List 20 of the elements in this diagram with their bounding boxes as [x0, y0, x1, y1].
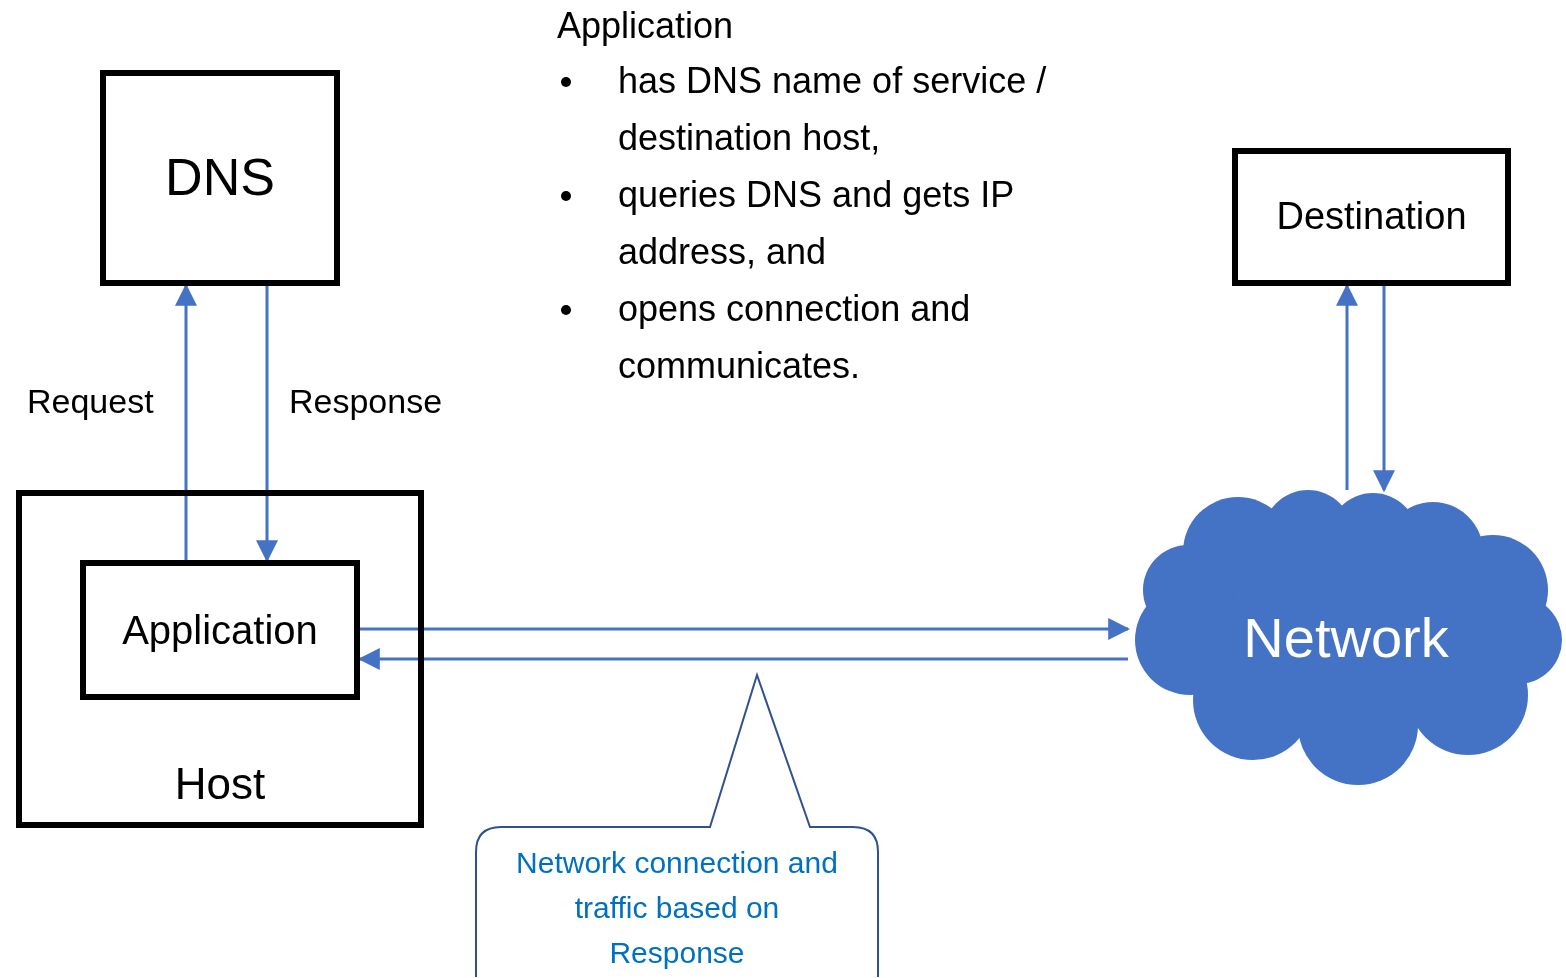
bullet-text: opens connection and communicates. [618, 288, 971, 386]
arrow [1373, 286, 1395, 493]
arrow [1336, 283, 1358, 490]
box-label: Application [122, 608, 318, 652]
cloud-label: Network [1243, 606, 1449, 670]
edge-label: Request [27, 382, 154, 421]
process-box [100, 70, 340, 286]
edge-label: Response [289, 382, 443, 421]
box-label: Host [174, 759, 266, 808]
callout-text: Network connection and traffic based on Response [515, 845, 839, 971]
process-box [80, 560, 360, 700]
box-label: DNS [165, 149, 275, 207]
box-label: Destination [1276, 196, 1467, 238]
arrow [360, 618, 1131, 640]
arrow [256, 286, 278, 563]
process-box [1232, 148, 1511, 286]
notes-heading: Application [557, 4, 735, 48]
process-box [16, 490, 424, 828]
arrow [175, 283, 197, 560]
arrow [357, 648, 1128, 670]
